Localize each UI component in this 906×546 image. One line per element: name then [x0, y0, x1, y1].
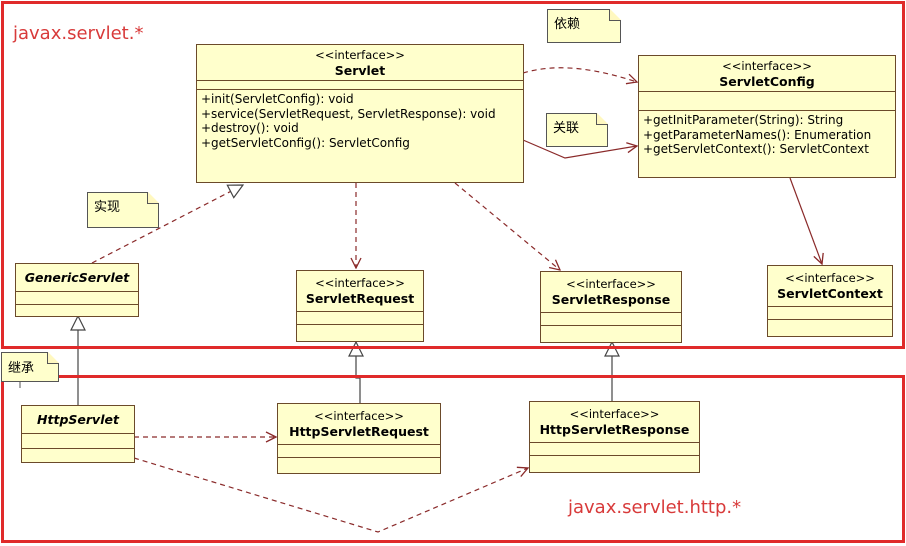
class-servlet[interactable]: <<interface>> Servlet +init(ServletConfi…	[196, 44, 524, 183]
attributes-compartment	[278, 444, 440, 457]
class-servlet-response[interactable]: <<interface>> ServletResponse	[540, 271, 682, 343]
operations-compartment	[768, 319, 892, 332]
class-http-servlet-request[interactable]: <<interface>> HttpServletRequest	[277, 403, 441, 474]
association-servlet-config	[522, 139, 637, 159]
operations-compartment	[297, 324, 423, 337]
attributes-compartment	[541, 312, 681, 325]
class-servlet-request[interactable]: <<interface>> ServletRequest	[296, 270, 424, 342]
association-config-context	[789, 177, 822, 264]
attributes-compartment	[197, 80, 523, 89]
class-servlet-context[interactable]: <<interface>> ServletContext	[767, 265, 893, 337]
operations-compartment: +getInitParameter(String): String +getPa…	[639, 110, 895, 159]
class-name: ServletRequest	[305, 291, 415, 306]
operations-compartment	[22, 448, 134, 461]
note-dependency: 依赖	[547, 9, 621, 43]
class-name: Servlet	[334, 63, 386, 78]
operation: +getServletContext(): ServletContext	[643, 142, 869, 156]
operations-compartment	[530, 455, 699, 468]
operation: +getParameterNames(): Enumeration	[643, 127, 872, 142]
operation: +getServletConfig(): ServletConfig	[201, 135, 410, 150]
class-name: ServletConfig	[719, 74, 815, 89]
note-association: 关联	[546, 113, 608, 147]
class-header: GenericServlet	[16, 264, 138, 291]
stereotype: <<interface>>	[566, 277, 656, 291]
dependency-servlet-config	[522, 67, 637, 82]
class-header: <<interface>> ServletRequest	[297, 271, 423, 311]
attributes-compartment	[639, 91, 895, 110]
stereotype: <<interface>>	[315, 48, 405, 62]
class-http-servlet[interactable]: HttpServlet	[21, 405, 135, 463]
attributes-compartment	[768, 306, 892, 319]
stereotype: <<interface>>	[314, 409, 404, 423]
class-name: HttpServletResponse	[539, 422, 690, 437]
class-header: <<interface>> HttpServletRequest	[278, 404, 440, 444]
stereotype: <<interface>>	[315, 276, 405, 290]
class-name: HttpServlet	[37, 412, 119, 427]
dependency-servlet-response	[454, 182, 560, 270]
attributes-compartment	[22, 433, 134, 448]
package-label-http: javax.servlet.http.*	[568, 497, 742, 518]
attributes-compartment	[530, 442, 699, 455]
class-header: <<interface>> ServletContext	[768, 266, 892, 306]
note-text: 依赖	[554, 17, 581, 32]
stereotype: <<interface>>	[785, 271, 875, 285]
package-javax-servlet-http	[1, 375, 905, 543]
class-http-servlet-response[interactable]: <<interface>> HttpServletResponse	[529, 401, 700, 473]
operation: +getInitParameter(String): String	[643, 113, 844, 127]
operations-compartment	[16, 304, 138, 317]
note-inheritance: 继承	[1, 352, 59, 382]
class-name: ServletResponse	[551, 292, 671, 307]
inheritance-httprequest-request	[356, 342, 360, 403]
class-generic-servlet[interactable]: GenericServlet	[15, 263, 139, 317]
attributes-compartment	[297, 311, 423, 324]
class-name: ServletContext	[777, 286, 883, 301]
realization-generic-servlet	[91, 185, 243, 264]
class-header: HttpServlet	[22, 406, 134, 433]
note-realization: 实现	[87, 192, 159, 228]
package-javax-servlet	[1, 1, 905, 349]
class-name: GenericServlet	[24, 270, 130, 285]
operations-compartment: +init(ServletConfig): void +service(Serv…	[197, 89, 523, 152]
package-label-servlet: javax.servlet.*	[13, 23, 144, 44]
class-name: HttpServletRequest	[289, 424, 429, 439]
class-header: <<interface>> HttpServletResponse	[530, 402, 699, 442]
note-text: 实现	[94, 200, 121, 215]
attributes-compartment	[16, 291, 138, 304]
class-header: <<interface>> ServletConfig	[639, 56, 895, 91]
stereotype: <<interface>>	[569, 407, 660, 421]
dependency-httpservlet-response	[133, 457, 528, 533]
operation: +init(ServletConfig): void	[201, 92, 354, 106]
operation: +service(ServletRequest, ServletResponse…	[201, 106, 496, 121]
class-header: <<interface>> ServletResponse	[541, 272, 681, 312]
class-servlet-config[interactable]: <<interface>> ServletConfig +getInitPara…	[638, 55, 896, 178]
operation: +destroy(): void	[201, 121, 299, 135]
class-header: <<interface>> Servlet	[197, 45, 523, 80]
stereotype: <<interface>>	[722, 59, 812, 73]
note-text: 继承	[8, 361, 35, 376]
operations-compartment	[541, 325, 681, 338]
operations-compartment	[278, 457, 440, 470]
note-text: 关联	[553, 121, 580, 136]
